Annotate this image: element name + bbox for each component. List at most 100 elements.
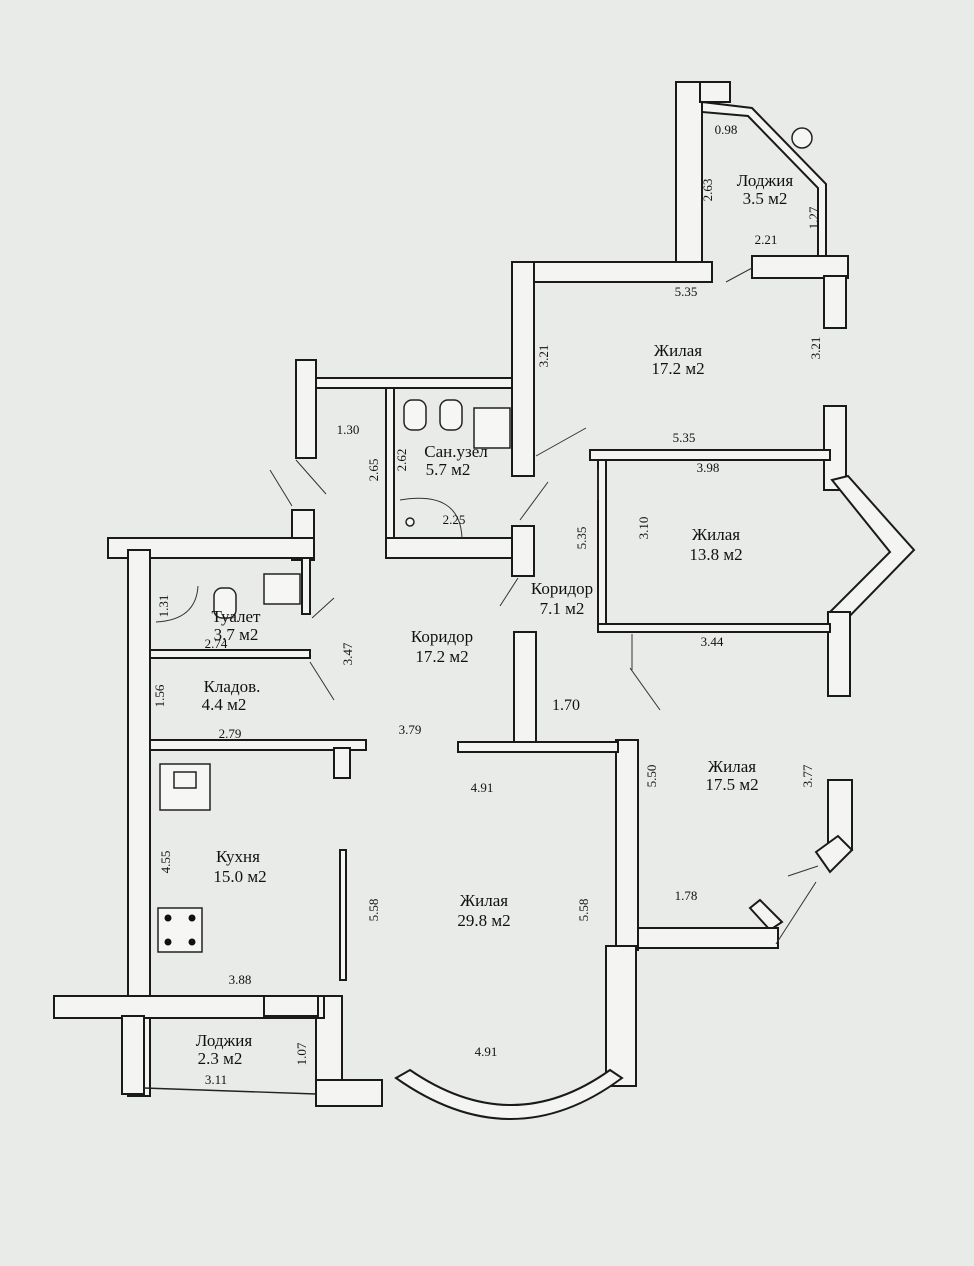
- sink-icon: [263, 573, 301, 605]
- room-area-loggia-bottom: 2.3 м2: [198, 1049, 243, 1068]
- wall-segment: [823, 275, 847, 329]
- dimension-label: 1.70: [552, 697, 580, 714]
- wall-segment: [301, 557, 311, 615]
- dimension-label: 5.35: [673, 430, 696, 445]
- room-name-living-172: Жилая: [654, 341, 702, 360]
- dimension-label: 2.74: [205, 636, 228, 651]
- burner-icon: [188, 914, 196, 922]
- room-area-corridor-71: 7.1 м2: [540, 599, 585, 618]
- room-name-corridor-172: Коридор: [411, 627, 473, 646]
- wall-segment: [823, 405, 847, 491]
- dimension-label: 1.31: [156, 595, 171, 618]
- bow-window: [394, 1068, 624, 1120]
- dimension-label: 5.58: [366, 899, 381, 922]
- wall-segment: [814, 834, 854, 874]
- wall-segment: [589, 449, 831, 461]
- wall-segment: [511, 525, 535, 577]
- dimension-label: 2.65: [366, 459, 381, 482]
- riser-icon: [791, 127, 813, 149]
- dimension-label: 3.98: [697, 460, 720, 475]
- wall-segment: [597, 459, 607, 633]
- dimension-label: 1.07: [294, 1042, 309, 1065]
- dimension-label: 3.10: [636, 517, 651, 540]
- dimension-label: 3.47: [340, 642, 355, 665]
- dimension-label: 5.35: [574, 527, 589, 550]
- room-area-living-138: 13.8 м2: [689, 545, 742, 564]
- room-name-corridor-71: Коридор: [531, 579, 593, 598]
- dimension-label: 3.21: [808, 337, 823, 360]
- dimension-label: 2.25: [443, 512, 466, 527]
- burner-icon: [188, 938, 196, 946]
- wall-segment: [511, 261, 713, 283]
- wall-segment: [385, 537, 527, 559]
- wall-segment: [675, 81, 703, 283]
- wall-segment: [295, 359, 317, 459]
- burner-icon: [164, 914, 172, 922]
- drain-icon: [405, 517, 415, 527]
- wall-segment: [263, 995, 319, 1017]
- loggia-glazing: [143, 1087, 317, 1095]
- dimension-label: 3.79: [399, 722, 422, 737]
- room-area-toilet: 3.7 м2: [214, 625, 259, 644]
- room-name-toilet: Туалет: [212, 607, 262, 626]
- wall-segment: [597, 623, 831, 633]
- wall-segment: [107, 537, 315, 559]
- bay-window: [826, 474, 916, 628]
- door-swings: [155, 267, 819, 945]
- wall-segment: [457, 741, 619, 753]
- room-area-living-175: 17.5 м2: [705, 775, 758, 794]
- room-name-living-138: Жилая: [692, 525, 740, 544]
- dimension-label: 2.79: [219, 726, 242, 741]
- bidet-icon: [439, 399, 463, 431]
- walls: [53, 81, 916, 1120]
- room-area-bathroom: 5.7 м2: [426, 460, 471, 479]
- room-name-living-298: Жилая: [460, 891, 508, 910]
- wall-segment: [615, 739, 639, 951]
- wall-segment: [339, 849, 347, 981]
- room-name-bathroom: Сан.узел: [424, 442, 488, 461]
- wall-segment: [121, 1015, 145, 1095]
- room-area-storage: 4.4 м2: [202, 695, 247, 714]
- fixtures: [157, 127, 813, 953]
- dimension-label: 2.21: [755, 232, 778, 247]
- room-labels: Лоджия 3.5 м2 Жилая 17.2 м2 Сан.узел 5.7…: [196, 171, 794, 1068]
- wall-segment: [385, 387, 395, 539]
- room-name-loggia-bottom: Лоджия: [196, 1031, 253, 1050]
- toilet-icon: [403, 399, 427, 431]
- dimension-label: 4.91: [475, 1044, 498, 1059]
- wall-segment: [511, 261, 535, 477]
- dimension-label: 3.77: [800, 764, 815, 787]
- stove-icon: [157, 907, 203, 953]
- dimension-label: 5.35: [675, 284, 698, 299]
- dimension-label: 1.56: [152, 684, 167, 707]
- dimension-label: 1.30: [337, 422, 360, 437]
- dimension-label: 2.63: [700, 179, 715, 202]
- wall-segment: [827, 611, 851, 697]
- wall-segment: [149, 739, 367, 751]
- wall-segment: [605, 945, 637, 1087]
- dimension-label: 3.88: [229, 972, 252, 987]
- room-name-kitchen: Кухня: [216, 847, 260, 866]
- wall-segment: [127, 549, 151, 1097]
- dimensions: 0.98 2.63 1.27 2.21 5.35 3.21 3.21 5.35 …: [152, 122, 823, 1087]
- burner-icon: [164, 938, 172, 946]
- wall-segment: [751, 255, 849, 279]
- wall-segment: [748, 898, 784, 932]
- bath-icon: [473, 407, 511, 449]
- room-name-loggia-top: Лоджия: [737, 171, 794, 190]
- wall-segment: [513, 631, 537, 751]
- dimension-label: 1.78: [675, 888, 698, 903]
- wall-segment: [699, 81, 731, 103]
- dimension-label: 5.58: [576, 899, 591, 922]
- dimension-label: 5.50: [644, 765, 659, 788]
- toilet-icon: [213, 587, 237, 619]
- dimension-label: 1.27: [806, 206, 821, 229]
- wall-segment: [333, 747, 351, 779]
- dimension-label: 4.91: [471, 780, 494, 795]
- dimension-label: 3.21: [536, 345, 551, 368]
- room-area-living-172: 17.2 м2: [651, 359, 704, 378]
- dimension-label: 2.62: [394, 449, 409, 472]
- wall-segment: [53, 995, 325, 1019]
- room-name-living-175: Жилая: [708, 757, 756, 776]
